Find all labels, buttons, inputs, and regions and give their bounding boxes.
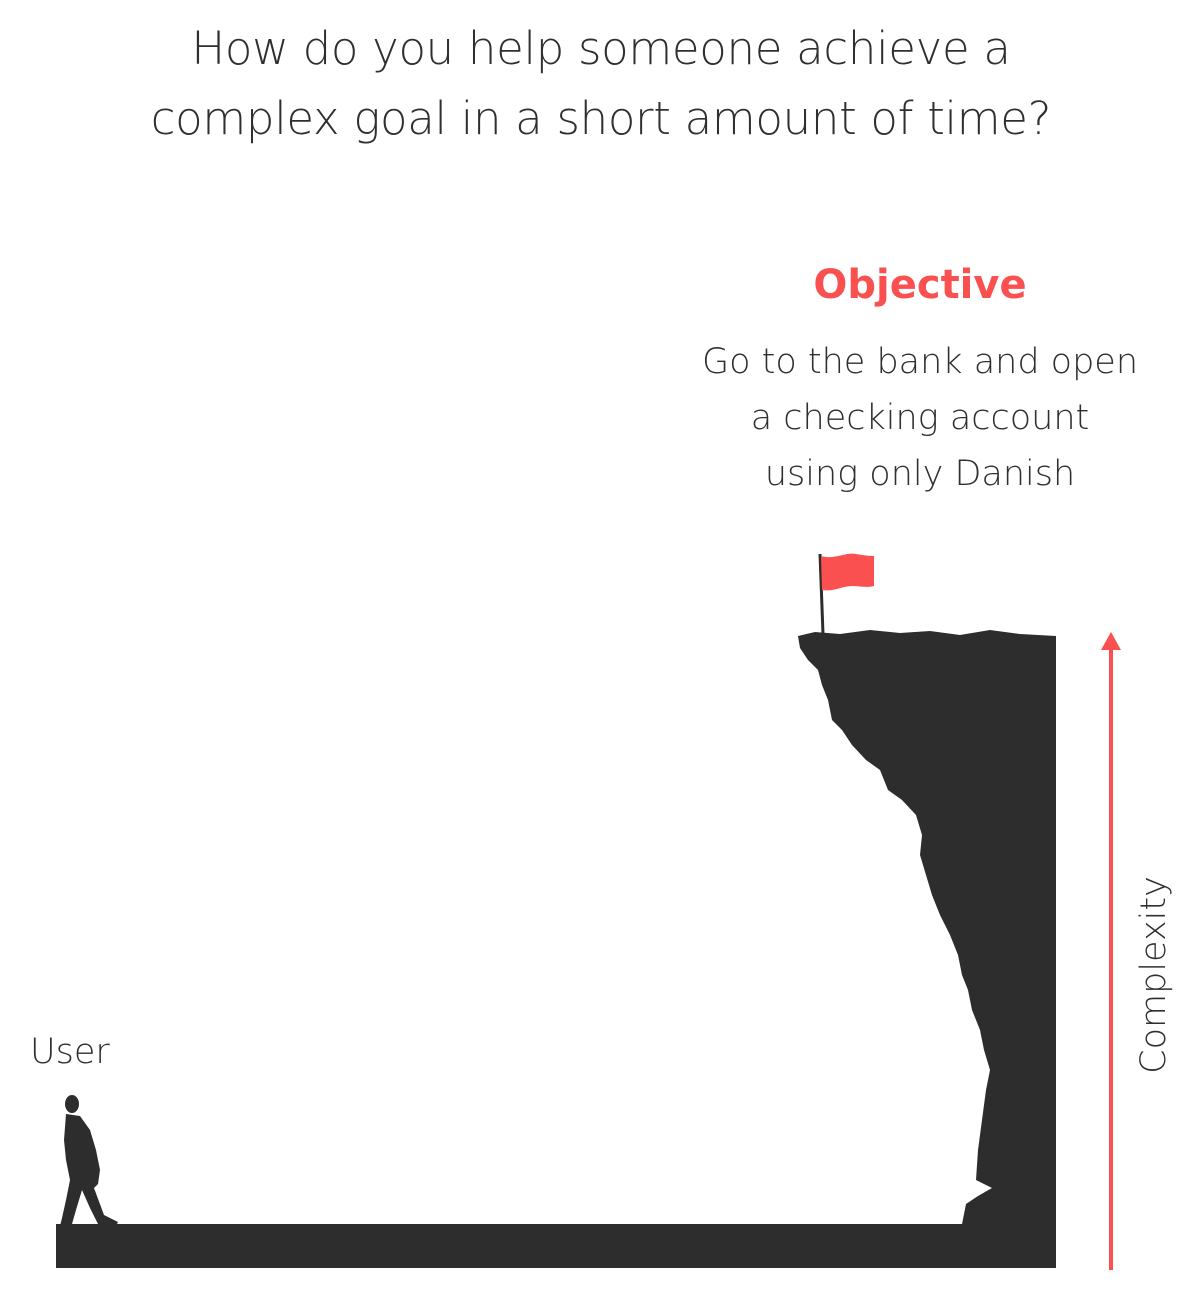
user-label: User [30,1032,110,1072]
cliff-shape [56,630,1056,1268]
flag-icon [821,553,874,591]
objective-line-1: Go to the bank and open [701,342,1139,382]
objective-line-3: using only Danish [764,454,1076,494]
headline-question: How do you help someone achieve a comple… [0,14,1202,154]
question-line-1: How do you help someone achieve a [191,22,1011,75]
objective-description: Go to the bank and open a checking accou… [680,334,1160,502]
person-icon [60,1095,118,1226]
question-line-2: complex goal in a short amount of time? [150,92,1052,145]
objective-title: Objective [813,262,1027,308]
flag-pole [818,553,825,635]
objective-line-2: a checking account [750,398,1090,438]
arrow-up-icon [1101,632,1121,650]
